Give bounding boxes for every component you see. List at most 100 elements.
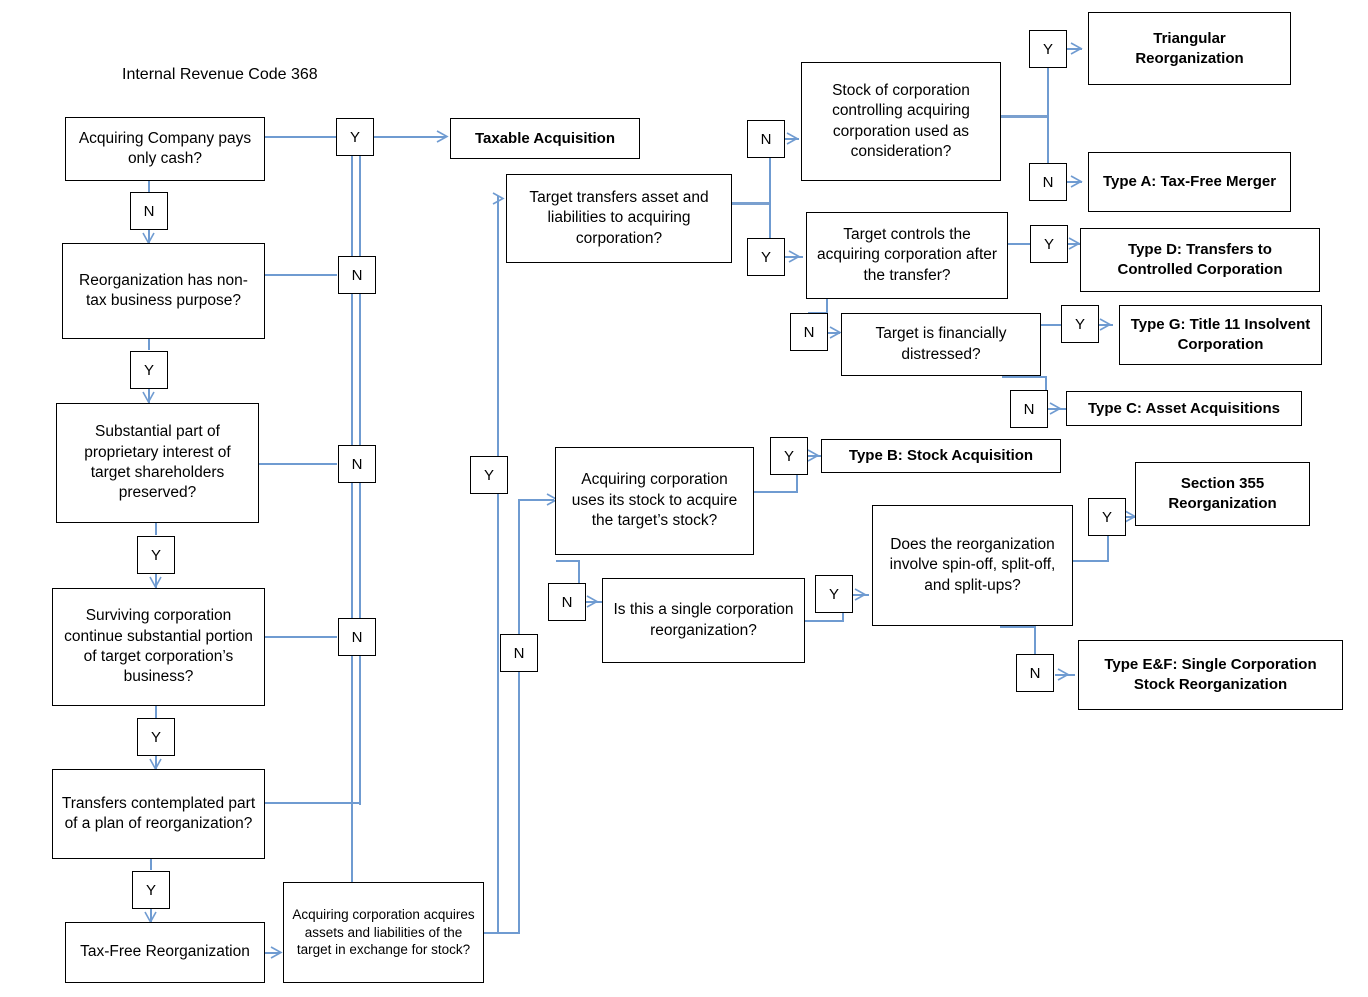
edge-label-purpose-yes: Y (130, 351, 168, 389)
edge-stockstock-down (578, 560, 580, 583)
edge-assetsno-up (518, 500, 520, 634)
node-label: Substantial part of proprietary interest… (84, 423, 231, 502)
edge-transfersyes-to-targetctrl (785, 256, 803, 258)
edge-label-text: N (1042, 173, 1054, 191)
node-type-d-controlled-corp[interactable]: Type D: Transfers to Controlled Corporat… (1080, 228, 1320, 292)
edge-purpose-to-yes (148, 338, 150, 350)
edge-label-text: N (1023, 400, 1035, 418)
arrowhead-assets (270, 946, 283, 959)
arrowhead-type-d (1068, 237, 1081, 250)
node-type-b-stock-acquisition[interactable]: Type B: Stock Acquisition (821, 439, 1061, 473)
edge-label-text: N (803, 323, 815, 341)
edge-label-proprietary-no: N (338, 445, 376, 483)
edge-stockctrlyes-to-triangular (1066, 48, 1082, 50)
edge-label-surviving-no: N (338, 618, 376, 656)
edge-proprietary-to-no (258, 463, 337, 465)
node-type-g-title-11[interactable]: Type G: Title 11 Insolvent Corporation (1119, 305, 1322, 365)
trunk-left-b (359, 156, 361, 505)
node-label: Triangular Reorganization (1135, 29, 1244, 67)
edge-plan-to-yes (150, 858, 152, 870)
node-label: Is this a single corporation reorganizat… (613, 601, 794, 639)
node-label: Type C: Asset Acquisitions (1088, 399, 1280, 417)
arrowhead-type-g (1099, 318, 1112, 331)
arrowhead-type-b (807, 449, 820, 462)
edge-yes-to-proprietary (148, 388, 150, 403)
edge-stockctrl-to-no (1047, 116, 1049, 181)
edge-spinoff-bottom (1000, 626, 1036, 628)
edge-label-text: N (760, 130, 772, 148)
edge-label-text: Y (150, 728, 161, 746)
edge-label-text: Y (1043, 235, 1054, 253)
edge-distressed-to-yes (1040, 324, 1062, 326)
edge-targetctrlno-to-distressed (826, 332, 840, 334)
node-label: Surviving corporation continue substanti… (64, 607, 253, 686)
node-label: Taxable Acquisition (474, 129, 616, 147)
node-label: Type D: Transfers to Controlled Corporat… (1117, 241, 1283, 278)
node-stock-for-stock[interactable]: Acquiring corporation uses its stock to … (555, 447, 754, 555)
node-label: Acquiring corporation uses its stock to … (571, 471, 738, 530)
node-type-a-tax-free-merger[interactable]: Type A: Tax-Free Merger (1088, 152, 1291, 212)
node-target-financially-distressed[interactable]: Target is financially distressed? (841, 313, 1041, 376)
edge-stockctrlno-to-typea (1066, 181, 1082, 183)
edge-yes-to-taxfree (150, 908, 152, 922)
edge-label-text: Y (1074, 315, 1085, 333)
edge-label-stockstock-no: N (548, 583, 586, 621)
edge-label-transfers-no: N (747, 120, 785, 158)
edge-proprietary-to-yes (155, 523, 157, 535)
edge-label-text: Y (150, 546, 161, 564)
node-type-c-asset-acquisitions[interactable]: Type C: Asset Acquisitions (1066, 391, 1302, 426)
node-type-ef-single-corp[interactable]: Type E&F: Single Corporation Stock Reorg… (1078, 640, 1343, 710)
edge-label-text: Y (828, 585, 839, 603)
edge-label-cash-yes: Y (336, 118, 374, 156)
node-single-corporation-reorg[interactable]: Is this a single corporation reorganizat… (602, 578, 805, 663)
node-reorg-business-purpose[interactable]: Reorganization has non-tax business purp… (62, 243, 265, 339)
node-taxable-acquisition[interactable]: Taxable Acquisition (450, 118, 640, 159)
edge-label-assets-yes: Y (470, 456, 508, 494)
edge-label-text: N (143, 202, 155, 220)
node-label: Does the reorganization involve spin-off… (889, 535, 1056, 594)
edge-label-targetctrl-yes: Y (1030, 225, 1068, 263)
edge-distressedno-to-typec (1046, 408, 1066, 410)
node-triangular-reorganization[interactable]: Triangular Reorganization (1088, 12, 1291, 85)
node-acquires-assets-exchange[interactable]: Acquiring corporation acquires assets an… (283, 882, 484, 983)
node-tax-free-reorganization[interactable]: Tax-Free Reorganization (65, 922, 265, 983)
edge-stockstockyes-to-typeb (807, 455, 821, 457)
arrowhead-taxable (436, 130, 449, 143)
edge-label-text: Y (483, 466, 494, 484)
node-section-355-reorganization[interactable]: Section 355 Reorganization (1135, 462, 1310, 526)
arrowhead-type-a (1070, 175, 1083, 188)
arrowhead-stock-control (786, 132, 799, 145)
edge-targetctrl-to-yes (1008, 243, 1032, 245)
arrowhead-surviving (149, 576, 162, 589)
edge-distressedyes-to-typeg (1097, 324, 1113, 326)
edge-label-distressed-yes: Y (1061, 305, 1099, 343)
edge-transfers-right (731, 202, 771, 205)
node-stock-controlling-corp[interactable]: Stock of corporation controlling acquiri… (801, 62, 1001, 181)
edge-no-to-purpose (148, 229, 150, 243)
node-proprietary-interest[interactable]: Substantial part of proprietary interest… (56, 403, 259, 523)
edge-label-spinoff-no: N (1016, 654, 1054, 692)
node-label: Type E&F: Single Corporation Stock Reorg… (1104, 656, 1317, 693)
edge-label-distressed-no: N (1010, 390, 1048, 428)
node-target-controls-acquirer[interactable]: Target controls the acquiring corporatio… (806, 212, 1008, 299)
edge-label-assets-no: N (500, 634, 538, 672)
node-target-transfers-assets[interactable]: Target transfers asset and liabilities t… (506, 174, 732, 263)
node-label: Target is financially distressed? (875, 325, 1007, 363)
edge-surviving-to-yes (155, 705, 157, 719)
node-surviving-corporation[interactable]: Surviving corporation continue substanti… (52, 588, 265, 706)
edge-label-spinoff-yes: Y (1088, 498, 1126, 536)
edge-label-text: N (561, 593, 573, 611)
edge-distressed-bottom (1002, 376, 1046, 378)
node-transfers-plan[interactable]: Transfers contemplated part of a plan of… (52, 769, 265, 859)
arrowhead-distressed (829, 326, 842, 339)
node-acquiring-pays-cash[interactable]: Acquiring Company pays only cash? (65, 117, 265, 181)
edge-label-cash-no: N (130, 192, 168, 230)
page-title: Internal Revenue Code 368 (122, 66, 318, 83)
edge-transfers-to-no (769, 158, 771, 205)
edge-label-stockctrl-yes: Y (1029, 30, 1067, 68)
edge-singleyes-to-spinoff (851, 594, 869, 596)
edge-yes-to-surviving (155, 573, 157, 588)
node-spinoff-splitoff-splitups[interactable]: Does the reorganization involve spin-off… (872, 505, 1073, 626)
node-label: Type A: Tax-Free Merger (1102, 173, 1277, 191)
edge-stockstock-right (754, 491, 798, 493)
